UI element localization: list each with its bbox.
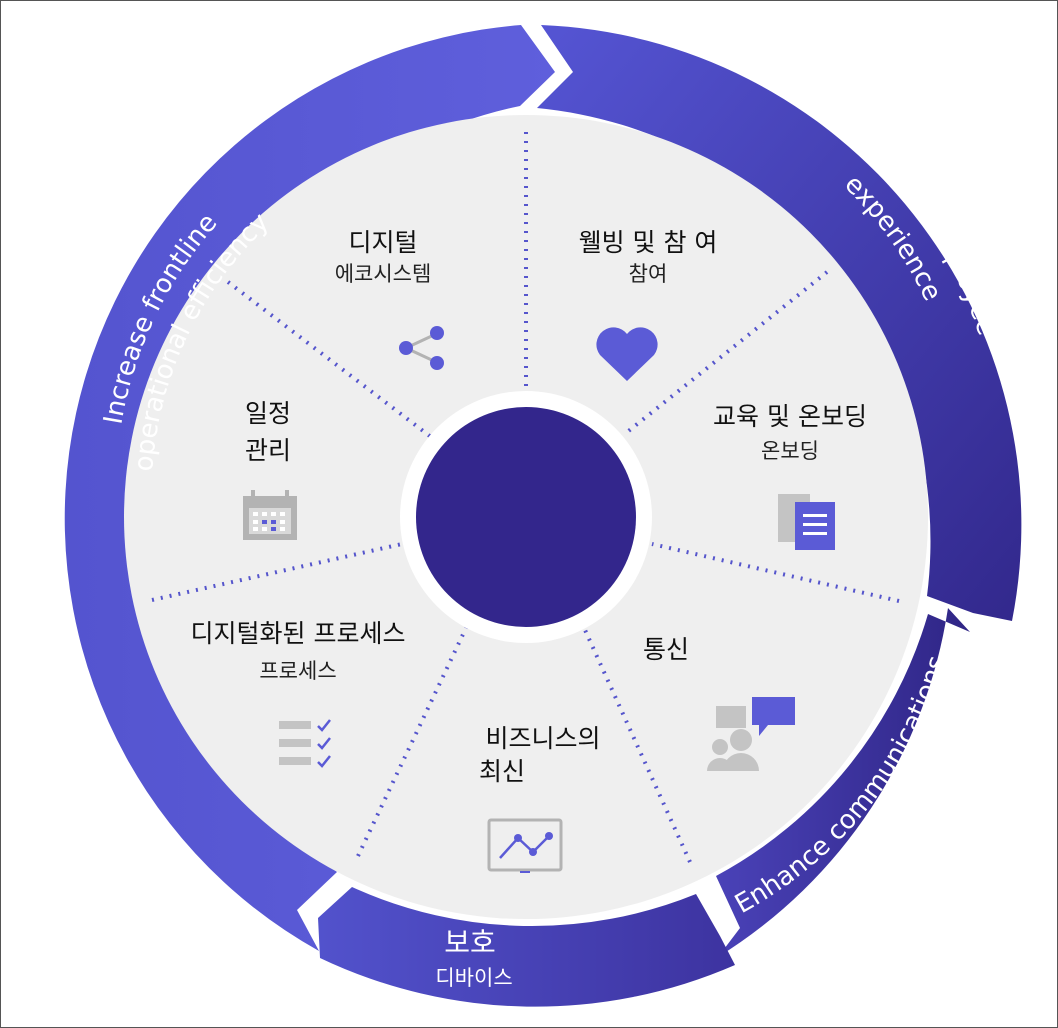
segment-digital-ecosystem-sub: 에코시스템 bbox=[335, 262, 432, 286]
trend-chart-icon bbox=[487, 818, 563, 873]
share-icon bbox=[399, 326, 444, 370]
segment-business-title-line1: 비즈니스의 bbox=[485, 724, 600, 753]
segment-schedule-title-line1: 일정 bbox=[245, 399, 291, 428]
segment-training-sub: 온보딩 bbox=[761, 439, 819, 463]
segment-dividers bbox=[151, 132, 900, 863]
ring-segment-communications bbox=[716, 608, 970, 957]
ring-segment-devices bbox=[318, 887, 735, 1007]
calendar-icon bbox=[243, 490, 297, 540]
ring-segment-employee-experience bbox=[537, 25, 1022, 621]
chat-people-icon bbox=[707, 697, 795, 771]
segment-communication-title: 통신 bbox=[643, 635, 689, 664]
segment-wellbeing-title: 웰빙 및 참 여 bbox=[579, 228, 718, 257]
center-hub bbox=[416, 407, 636, 627]
segment-business-title-line2: 최신 bbox=[479, 757, 525, 786]
ring-label-devices-title: 보호 bbox=[444, 926, 496, 959]
segment-training-title: 교육 및 온보딩 bbox=[713, 402, 867, 431]
segment-wellbeing-sub: 참여 bbox=[629, 262, 668, 286]
segment-digital-ecosystem-title: 디지털 bbox=[348, 228, 417, 257]
heart-icon bbox=[596, 327, 658, 381]
ring-label-devices-sub: 디바이스 bbox=[435, 966, 512, 990]
segment-process-title: 디지털화된 프로세스 bbox=[191, 619, 406, 648]
segment-process-sub: 프로세스 bbox=[259, 659, 336, 683]
checklist-icon bbox=[279, 719, 331, 768]
document-icon bbox=[778, 494, 835, 550]
segment-schedule-title-line2: 관리 bbox=[245, 436, 291, 465]
